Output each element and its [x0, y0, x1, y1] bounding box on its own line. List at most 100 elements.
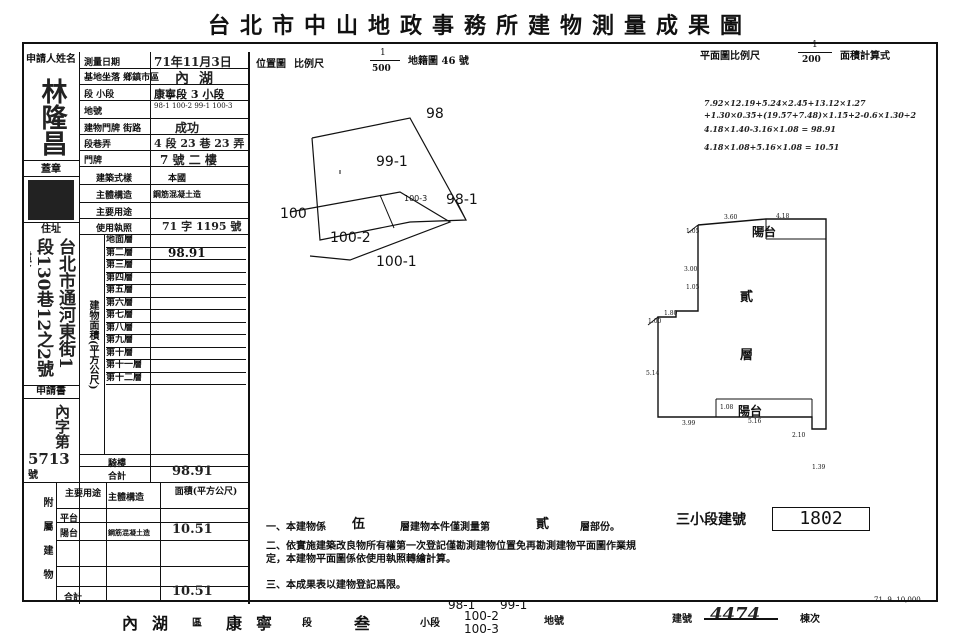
floor-char-1: 貳 [740, 290, 754, 305]
apply-no: 5713 [28, 450, 70, 468]
floor-row: 第八層 [106, 322, 246, 335]
attach-use-header: 主要用途 [64, 489, 101, 499]
dim-1-05: 1.05 [686, 228, 700, 235]
footer-build-label: 建號 [672, 614, 692, 625]
style-label: 建築式樣 [96, 174, 133, 184]
site-label: 位置圖 [256, 59, 286, 70]
attach-area-header: 面積(平方公尺) [174, 487, 238, 497]
style-value: 本國 [168, 174, 187, 184]
floor-row: 第十一層 [106, 360, 246, 373]
dim-2-10: 2.10 [792, 432, 806, 439]
lot-label: 地號 [84, 107, 103, 117]
survey-date: 71年11月3日 [154, 55, 232, 69]
license-value: 71 字 1195 號 [162, 220, 242, 233]
attach-row-balcony-use: 陽台 [60, 529, 79, 539]
district-label: 基地坐落 鄉鎮市區 [84, 73, 160, 83]
plan-scale-num: 1 [812, 40, 818, 50]
dim-3-00: 3.00 [684, 266, 698, 273]
lot-100: 100 [280, 206, 307, 222]
attach-struct-header: 主體構造 [108, 493, 145, 503]
structure-value: 鋼筋混凝土造 [153, 189, 201, 199]
floor-row-label: 第十二層 [106, 372, 143, 383]
floor-row-area: 98.91 [168, 245, 206, 260]
floor-row-label: 第七層 [106, 310, 134, 320]
dim-1-00: 1.00 [648, 318, 662, 325]
attach-total-label: 合計 [64, 593, 83, 603]
survey-date-label: 測量日期 [84, 58, 121, 68]
floor-row-label: 第二層 [106, 247, 134, 258]
dim-1-18: 1.18 [756, 226, 770, 233]
total-value: 98.91 [172, 464, 213, 479]
building-code-label: 三小段建號 [676, 512, 746, 528]
attach-row-balcony-area: 10.51 [172, 522, 213, 537]
floor-row-label: 第八層 [106, 322, 134, 333]
attach-label: 附屬建物 [41, 497, 52, 593]
plan-scale-den: 200 [802, 55, 821, 65]
floor-row: 地面層 [106, 235, 246, 248]
apply-no-suffix: 號 [28, 470, 38, 481]
floor-row: 第七層 [106, 310, 246, 323]
section-value: 康寧段 3 小段 [154, 88, 225, 101]
floor-row: 第十層 [106, 348, 246, 360]
dim-1-39: 1.39 [812, 464, 826, 471]
total-label: 合計 [108, 472, 127, 482]
district-value: 內湖 [175, 71, 223, 87]
footer-district-suffix: 區 [192, 618, 202, 629]
use-label: 主要用途 [96, 208, 133, 218]
dim-4-18: 4.18 [776, 213, 790, 220]
attach-row-platform-use: 平台 [60, 514, 79, 524]
floor-row: 第二層 98.91 [106, 245, 246, 260]
balcony-bottom-label: 陽台 [738, 404, 763, 418]
site-scale-label: 比例尺 [294, 59, 324, 70]
footer-district: 內湖 [122, 614, 183, 633]
lot-99-1: 99-1 [376, 154, 408, 170]
footer-subsection-suffix: 小段 [420, 618, 440, 629]
lane-label: 段巷弄 [84, 140, 112, 150]
lot-value: 98-1 100-2 99-1 100-3 [154, 102, 233, 110]
data-panel [22, 52, 250, 604]
apply-no-label: 內字第 [53, 404, 71, 449]
lot-outline-99-1 [311, 117, 467, 241]
addon-label: 騎樓 [108, 459, 127, 469]
dim-1-80: 1.80 [664, 310, 678, 317]
floor-row-label: 第十一層 [106, 360, 143, 370]
floor-row-label: 第四層 [106, 272, 134, 283]
lot-100-3: 100-3 [404, 194, 428, 203]
footer-build-no: 4474 [710, 604, 761, 625]
floor-row-label: 第六層 [106, 297, 134, 308]
applicant-label: 申請人姓名 [26, 54, 76, 65]
dim-1-08: 1.08 [720, 404, 734, 411]
note-1-c: 層建物本件僅測量第 [400, 522, 490, 533]
note-1-e: 層部份。 [580, 522, 620, 533]
section-label: 段 小段 [84, 90, 115, 100]
footer-section-suffix: 段 [302, 618, 312, 629]
number-value: 7 號 二 樓 [160, 153, 217, 167]
dim-3-60: 3.60 [724, 214, 738, 221]
note-1-b: 伍 [352, 517, 366, 532]
calc-line-2: +1.30×0.35+(19.57+7.48)×1.15+2-0.6×1.30÷… [704, 110, 917, 120]
lot-98-1: 98-1 [446, 192, 478, 208]
attach-total-value: 10.51 [172, 584, 213, 599]
area-label: 建物面積(平方公尺) [87, 300, 98, 390]
floor-row-label: 第三層 [106, 260, 134, 270]
calc-line-1: 7.92×12.19+5.24×2.45+13.12×1.27 [704, 98, 866, 108]
floor-row: 第六層 [106, 297, 246, 310]
footer-lot-100-3: 100-3 [464, 622, 499, 636]
note-3: 三、本成果表以建物登記爲限。 [266, 580, 406, 591]
floor-row: 第十二層 [106, 372, 246, 385]
dim-5-16: 5.16 [748, 418, 762, 425]
note-2: 二、依實施建築改良物所有權第一次登記僅勘測建物位置免再勘測建物平面圖作業規定，本… [266, 541, 636, 565]
plan-scale-label: 平面圖比例尺 [700, 51, 760, 62]
lane-value: 4 段 23 巷 23 弄 [154, 137, 245, 150]
address-label: 住址 [41, 224, 61, 235]
floor-char-2: 層 [740, 348, 754, 363]
applicant-name: 林隆昌 [37, 78, 67, 156]
footer-extra-label: 棟次 [800, 614, 820, 625]
seal-label: 蓋章 [41, 164, 61, 175]
floor-row: 第四層 [106, 272, 246, 285]
floor-row-label: 第五層 [106, 285, 134, 295]
calc-label: 面積計算式 [840, 51, 890, 62]
floor-row: 第三層 [106, 260, 246, 273]
applicant-column [22, 52, 80, 604]
